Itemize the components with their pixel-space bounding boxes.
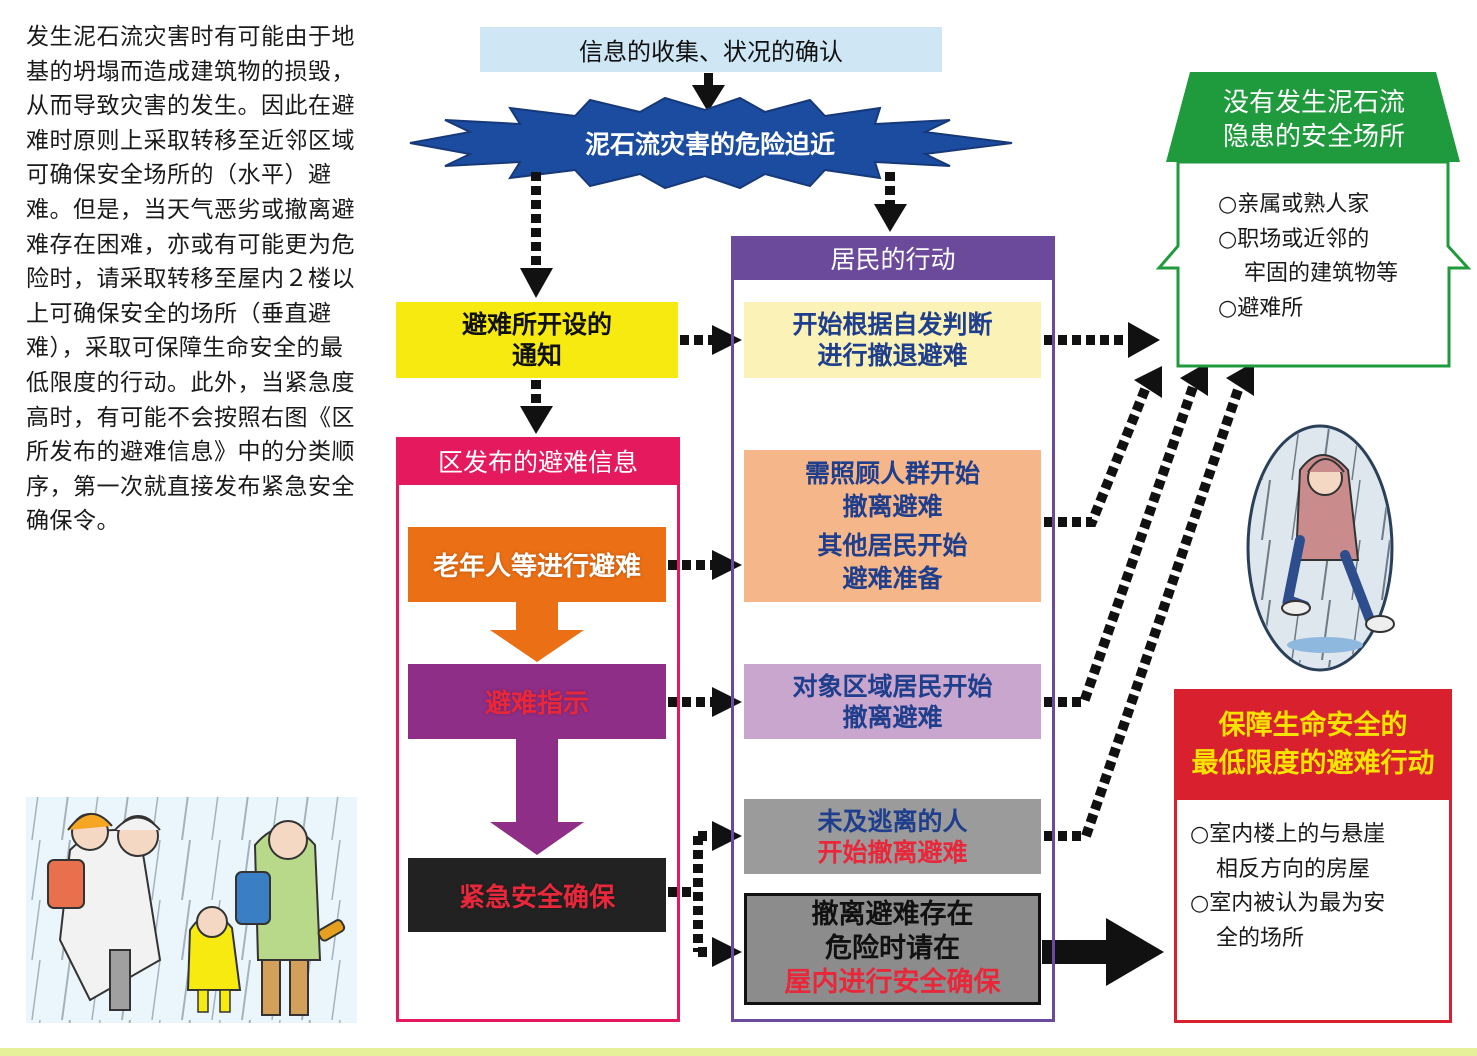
safe-place-house — [1155, 72, 1472, 368]
act4-line2: 开始撤离避难 — [817, 837, 968, 867]
min-title-line1: 保障生命安全的 — [1218, 709, 1408, 741]
level1-to-act2-arrow — [668, 550, 742, 580]
action-voluntary-evacuation: 开始根据自发判断 进行撤退避难 — [744, 302, 1041, 378]
action-remaining-people-evacuate: 未及逃离的人 开始撤离避难 — [744, 799, 1041, 874]
safe-title-line1: 没有发生泥石流 — [1222, 88, 1405, 118]
level3-to-act4-act5-arrows — [668, 821, 742, 967]
level-evacuation-order: 避难指示 — [408, 664, 666, 739]
act5-line2: 危险时请在 — [825, 933, 960, 964]
danger-to-residents-arrow — [874, 172, 907, 232]
level3-label: 紧急安全确保 — [458, 882, 615, 913]
safe-place-list: ○亲属或熟人家 ○职场或近邻的 牢固的建筑物等 ○避难所 — [1218, 188, 1448, 326]
danger-burst-shape — [409, 96, 1013, 190]
notice-to-ward-arrow — [520, 380, 553, 434]
child-in-rain-illustration — [1246, 424, 1395, 672]
min-item-upper-floor: ○室内楼上的与悬崖 — [1190, 822, 1386, 847]
safe-title-line2: 隐患的安全场所 — [1222, 122, 1405, 152]
act2-line3: 其他居民开始 — [817, 531, 968, 560]
act5-line3: 屋内进行安全确保 — [784, 967, 1001, 998]
action-care-needers-evacuate: 需照顾人群开始 撤离避难 其他居民开始 避难准备 — [744, 450, 1041, 602]
bottom-decorative-strip — [0, 1048, 1477, 1056]
level-elderly-evacuation: 老年人等进行避难 — [408, 527, 666, 602]
shelter-open-notice-box: 避难所开设的 通知 — [396, 302, 678, 378]
safe-item-shelter: ○避难所 — [1218, 295, 1304, 321]
action-indoor-safety: 撤离避难存在 危险时请在 屋内进行安全确保 — [744, 893, 1041, 1005]
min-title-line2: 最低限度的避难行动 — [1191, 747, 1435, 779]
act2-line4: 避难准备 — [842, 564, 943, 593]
resident-actions-header: 居民的行动 — [731, 236, 1055, 280]
level1-label: 老年人等进行避难 — [432, 552, 641, 582]
level-emergency-safety: 紧急安全确保 — [408, 858, 666, 932]
act3-line2: 撤离避难 — [842, 702, 943, 732]
act4-line1: 未及逃离的人 — [817, 806, 968, 836]
safe-item-relatives: ○亲属或熟人家 — [1218, 192, 1370, 217]
act2-line1: 需照顾人群开始 — [804, 459, 980, 488]
act2-line2: 撤离避难 — [842, 492, 943, 521]
safe-item-workplace-cont: 牢固的建筑物等 — [1244, 261, 1399, 286]
shelter-notice-line1: 避难所开设的 — [461, 310, 612, 339]
family-evacuation-illustration — [26, 797, 357, 1023]
action-area-residents-evacuate: 对象区域居民开始 撤离避难 — [744, 664, 1041, 739]
min-item-upper-floor-cont: 相反方向的房屋 — [1216, 856, 1371, 882]
min-item-safest-room: ○室内被认为最为安 — [1190, 891, 1386, 916]
min-item-safest-room-cont: 全的场所 — [1216, 925, 1305, 951]
act5-to-minimum-arrow — [1042, 918, 1164, 986]
act3-line1: 对象区域居民开始 — [792, 671, 993, 701]
minimum-action-list: ○室内楼上的与悬崖 相反方向的房屋 ○室内被认为最为安 全的场所 — [1190, 818, 1445, 956]
act4-to-safe-arrow — [1044, 362, 1254, 841]
act1-to-safe-arrow — [1044, 322, 1160, 358]
level2-down-arrow — [490, 739, 584, 855]
minimum-action-header: 保障生命安全的 最低限度的避难行动 — [1174, 689, 1452, 800]
notice-to-act1-arrow — [680, 325, 742, 355]
safe-place-title: 没有发生泥石流 隐患的安全场所 — [1168, 78, 1460, 162]
act3-to-safe-arrow — [1044, 362, 1208, 707]
info-collection-box: 信息的收集、状况的确认 — [480, 27, 942, 72]
act5-line1: 撤离避难存在 — [811, 899, 974, 930]
danger-to-notice-arrow — [520, 172, 553, 298]
act2-to-safe-arrow — [1044, 366, 1162, 527]
safe-item-workplace: ○职场或近邻的 — [1218, 226, 1370, 252]
act1-line1: 开始根据自发判断 — [792, 310, 993, 339]
ward-header-label: 区发布的避难信息 — [437, 448, 638, 477]
level2-to-act3-arrow — [668, 687, 742, 717]
shelter-notice-line2: 通知 — [511, 341, 562, 370]
level1-down-arrow — [490, 602, 584, 662]
danger-label: 泥石流灾害的危险迫近 — [584, 130, 835, 159]
info-collection-label: 信息的收集、状况的确认 — [579, 38, 843, 66]
level2-label: 避难指示 — [484, 689, 589, 719]
act1-line2: 进行撤退避难 — [817, 341, 968, 370]
info-to-danger-arrow — [692, 73, 725, 112]
resident-header-label: 居民的行动 — [830, 245, 956, 274]
intro-paragraph: 发生泥石流灾害时有可能由于地基的坍塌而造成建筑物的损毁，从而导致灾害的发生。因此… — [26, 24, 355, 535]
ward-evacuation-info-header: 区发布的避难信息 — [396, 437, 680, 485]
